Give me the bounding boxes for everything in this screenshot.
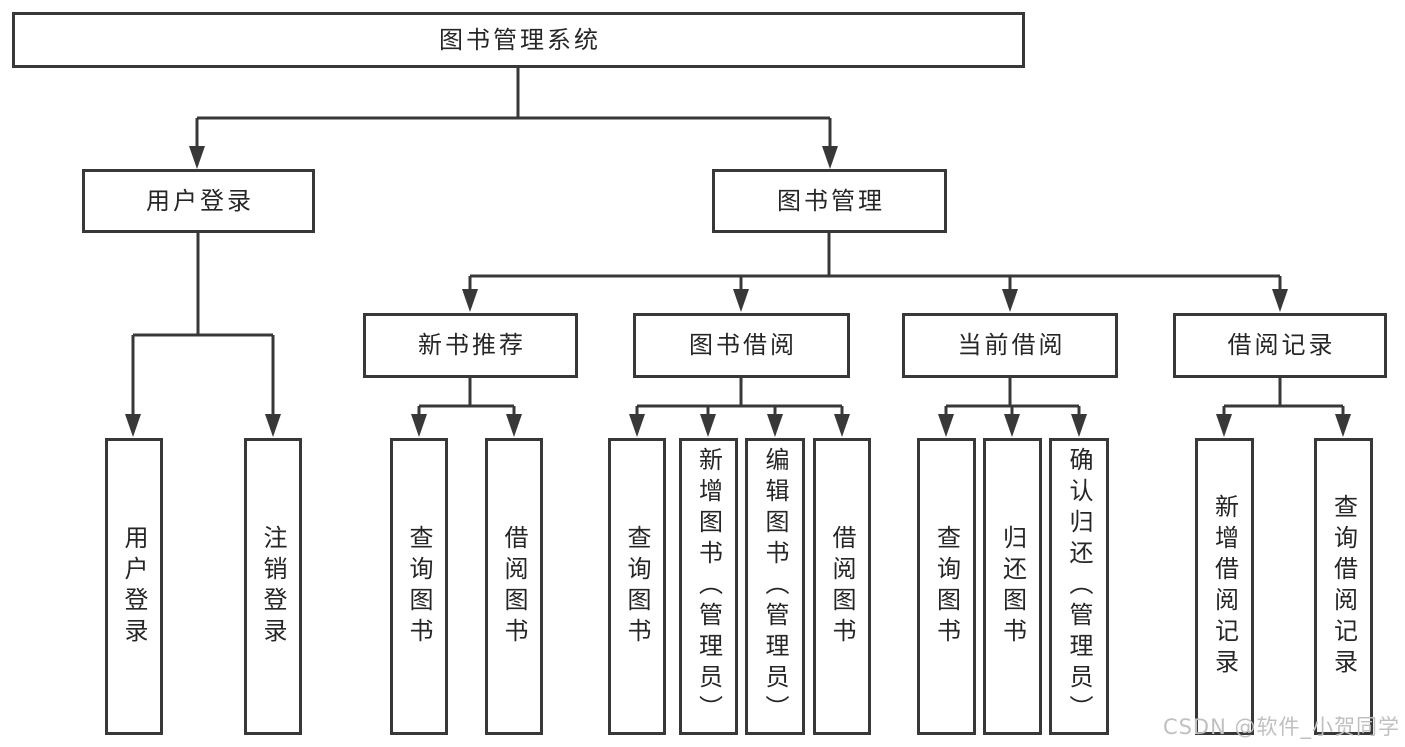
arrowhead [265, 414, 281, 437]
node-library-management-system: 图书管理系统 [12, 12, 1025, 68]
node-new-book-recommendation: 新书推荐 [363, 313, 578, 378]
arrowhead [938, 414, 954, 437]
node-current-borrowing: 当前借阅 [902, 313, 1118, 378]
arrowhead [1071, 414, 1087, 437]
arrowhead [189, 146, 205, 169]
connector-borrowrecords-to-leaves [1222, 378, 1345, 418]
arrowhead [629, 414, 645, 437]
node-book-borrowing: 图书借阅 [633, 313, 850, 378]
connector-bookborrow-to-leaves [635, 378, 844, 418]
node-book-management: 图书管理 [712, 169, 947, 233]
node-leaf-edit-book-admin: 编辑图书（管理员） [745, 438, 805, 735]
node-leaf-return-book: 归还图书 [983, 438, 1042, 735]
node-borrowing-records: 借阅记录 [1173, 313, 1387, 378]
node-leaf-borrow-books: 借阅图书 [813, 438, 871, 735]
arrowhead [834, 414, 850, 437]
arrowhead [822, 146, 838, 169]
csdn-watermark: CSDN @软件_小贺同学 [1162, 715, 1400, 739]
arrowhead [767, 414, 783, 437]
arrowhead [1216, 414, 1232, 437]
connector-newbookrec-to-leaves [417, 378, 516, 418]
node-leaf-logout: 注销登录 [244, 438, 302, 735]
node-leaf-query-books-rec: 查询图书 [390, 438, 448, 735]
arrowhead [700, 414, 716, 437]
connector-bookmgmt-to-level3 [468, 233, 1282, 293]
node-leaf-add-book-admin: 新增图书（管理员） [679, 438, 738, 735]
node-leaf-confirm-return-admin: 确认归还（管理员） [1049, 438, 1109, 735]
arrowhead [733, 289, 749, 312]
node-leaf-user-login: 用户登录 [105, 438, 163, 735]
arrowhead [1335, 414, 1351, 437]
connector-userlogin-to-leaves [131, 233, 275, 418]
node-leaf-query-borrow-record: 查询借阅记录 [1314, 438, 1373, 735]
connector-root-to-level2 [195, 68, 832, 150]
arrowhead [1004, 414, 1020, 437]
arrowhead [1272, 289, 1288, 312]
connector-currentborrow-to-leaves [944, 378, 1081, 418]
node-leaf-query-books-borrow: 查询图书 [608, 438, 666, 735]
node-leaf-borrow-books-rec: 借阅图书 [485, 438, 543, 735]
arrowhead [506, 414, 522, 437]
node-user-login: 用户登录 [82, 169, 315, 233]
node-leaf-query-books-current: 查询图书 [917, 438, 976, 735]
arrowhead [1002, 289, 1018, 312]
node-leaf-add-borrow-record: 新增借阅记录 [1195, 438, 1254, 735]
arrowhead [411, 414, 427, 437]
arrowhead [462, 289, 478, 312]
arrowhead [125, 414, 141, 437]
